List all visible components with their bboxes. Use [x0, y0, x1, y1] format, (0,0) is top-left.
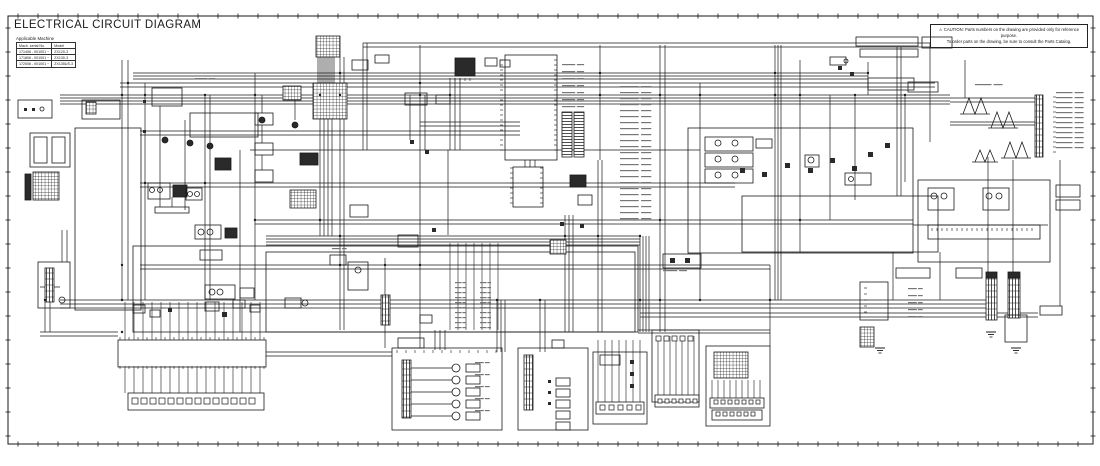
- caution-note: ⚠ CAUTION: Parts numbers on the drawing …: [930, 24, 1088, 49]
- table-row: 171806 - 001001 ~ZX130-3: [15, 54, 77, 62]
- applicable-machine-label: Applicable Machine: [16, 36, 55, 41]
- table-header-cell: Mach. serial No.: [15, 41, 53, 50]
- caution-line-2: To order parts on the drawing, be sure t…: [946, 39, 1072, 45]
- table-cell: 171806 - 001001 ~: [15, 54, 53, 62]
- table-cell: 171406 - 001001 ~: [15, 48, 53, 56]
- table-row: 171406 - 001001 ~ZX120-3: [15, 48, 77, 56]
- applicable-machine-table: Mach. serial No.Model 171406 - 001001 ~Z…: [15, 41, 77, 68]
- table-header-cell: Model: [51, 41, 77, 50]
- table-cell: ZX130-3: [51, 54, 77, 62]
- page-title: ELECTRICAL CIRCUIT DIAGRAM: [14, 19, 202, 31]
- caution-line-1: ⚠ CAUTION: Parts numbers on the drawing …: [938, 27, 1080, 39]
- table-cell: 172006 - 001001 ~: [15, 60, 53, 68]
- table-row: 172006 - 001001 ~ZX135US-3: [15, 60, 77, 68]
- table-cell: ZX120-3: [51, 48, 77, 56]
- table-cell: ZX135US-3: [51, 60, 77, 68]
- table-header-row: Mach. serial No.Model: [15, 41, 77, 50]
